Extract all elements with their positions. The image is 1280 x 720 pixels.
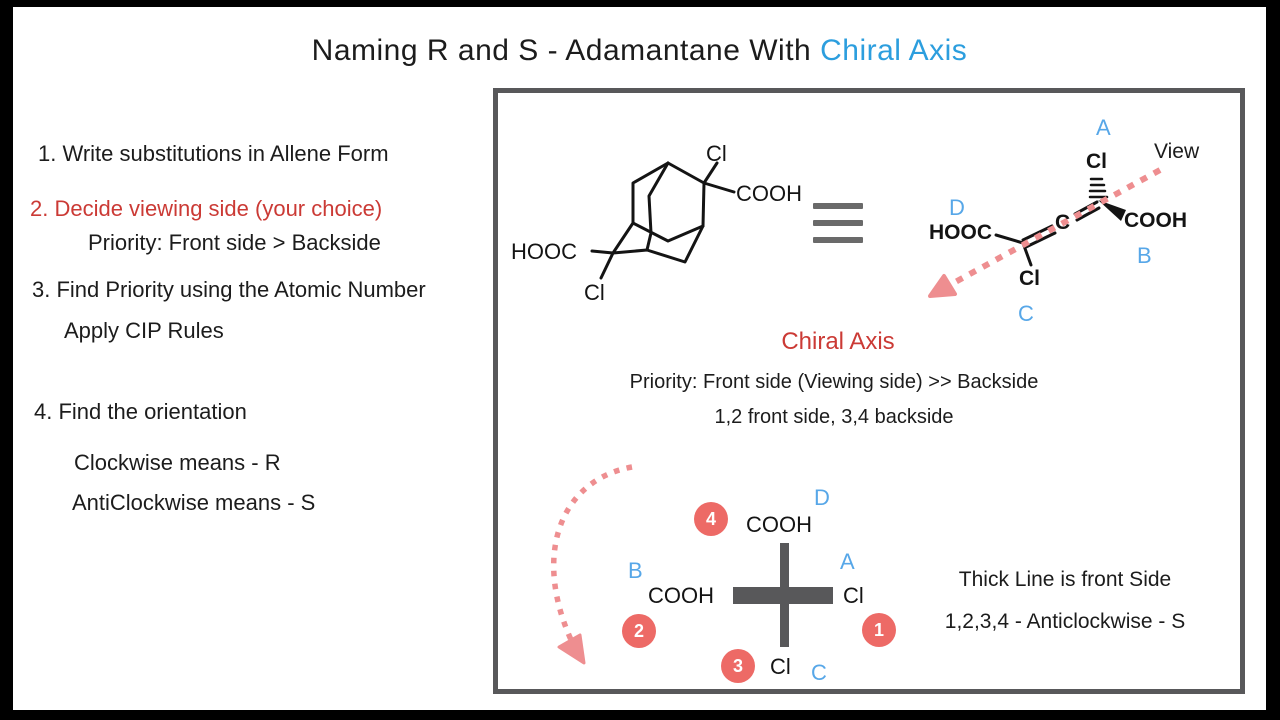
priority-rule-line1: Priority: Front side (Viewing side) >> B… (629, 371, 1039, 393)
step-4: 4. Find the orientation (34, 399, 247, 424)
priority-badge-2-number: 2 (633, 620, 644, 641)
step-2: 2. Decide viewing side (your choice) (30, 196, 383, 221)
cross-c-label: C (811, 660, 827, 685)
cross-d-label: D (814, 485, 830, 510)
cross-cl-right-label: Cl (843, 583, 864, 608)
priority-badge-3: 3 (721, 649, 755, 683)
cross-cooh-top-label: COOH (746, 512, 812, 537)
adamantane-hooc-label: HOOC (511, 239, 577, 264)
allene-hooc-label: HOOC (929, 221, 992, 244)
cross-a-label: A (840, 549, 855, 574)
adamantane-cl-bottom-label: Cl (584, 280, 605, 305)
allene-cl-top-label: Cl (1086, 150, 1107, 173)
priority-rule-line2: 1,2 front side, 3,4 backside (714, 406, 954, 428)
step-3-sub: Apply CIP Rules (64, 318, 224, 343)
priority-badge-1-number: 1 (873, 619, 884, 640)
allene-priority-b-label: B (1137, 243, 1152, 268)
priority-badge-4-number: 4 (705, 508, 716, 529)
adamantane-cl-top-label: Cl (706, 141, 727, 166)
allene-center-carbon-label: C (1055, 211, 1071, 234)
step-3: 3. Find Priority using the Atomic Number (32, 277, 426, 302)
cross-cl-bottom-label: Cl (770, 654, 791, 679)
slide: Naming R and S - Adamantane With Chiral … (13, 7, 1266, 710)
allene-cl-bottom-label: Cl (1019, 267, 1040, 290)
cross-b-label: B (628, 558, 643, 583)
step-4-sub2: AntiClockwise means - S (72, 490, 316, 515)
adamantane-cooh-label: COOH (736, 181, 802, 206)
page-title: Naming R and S - Adamantane With Chiral … (13, 34, 1266, 68)
allene-priority-a-label: A (1096, 115, 1111, 140)
priority-badge-3-number: 3 (732, 655, 743, 676)
allene-priority-c-label: C (1018, 301, 1034, 326)
step-2-sub: Priority: Front side > Backside (88, 230, 381, 255)
cross-cooh-left-label: COOH (648, 583, 714, 608)
allene-priority-d-label: D (949, 195, 965, 220)
step-4-sub1: Clockwise means - R (74, 450, 281, 475)
priority-badge-4: 4 (694, 502, 728, 536)
step-1: 1. Write substitutions in Allene Form (38, 141, 389, 166)
page-title-highlight: Chiral Axis (820, 34, 968, 67)
chiral-axis-label: Chiral Axis (781, 328, 895, 355)
note-thick-line: Thick Line is front Side (958, 568, 1172, 591)
priority-badge-2: 2 (622, 614, 656, 648)
view-label: View (1154, 140, 1200, 163)
priority-badge-1: 1 (862, 613, 896, 647)
note-anticlockwise: 1,2,3,4 - Anticlockwise - S (944, 610, 1186, 633)
page-title-text: Naming R and S - Adamantane With (311, 34, 821, 67)
allene-cooh-label: COOH (1124, 209, 1187, 232)
